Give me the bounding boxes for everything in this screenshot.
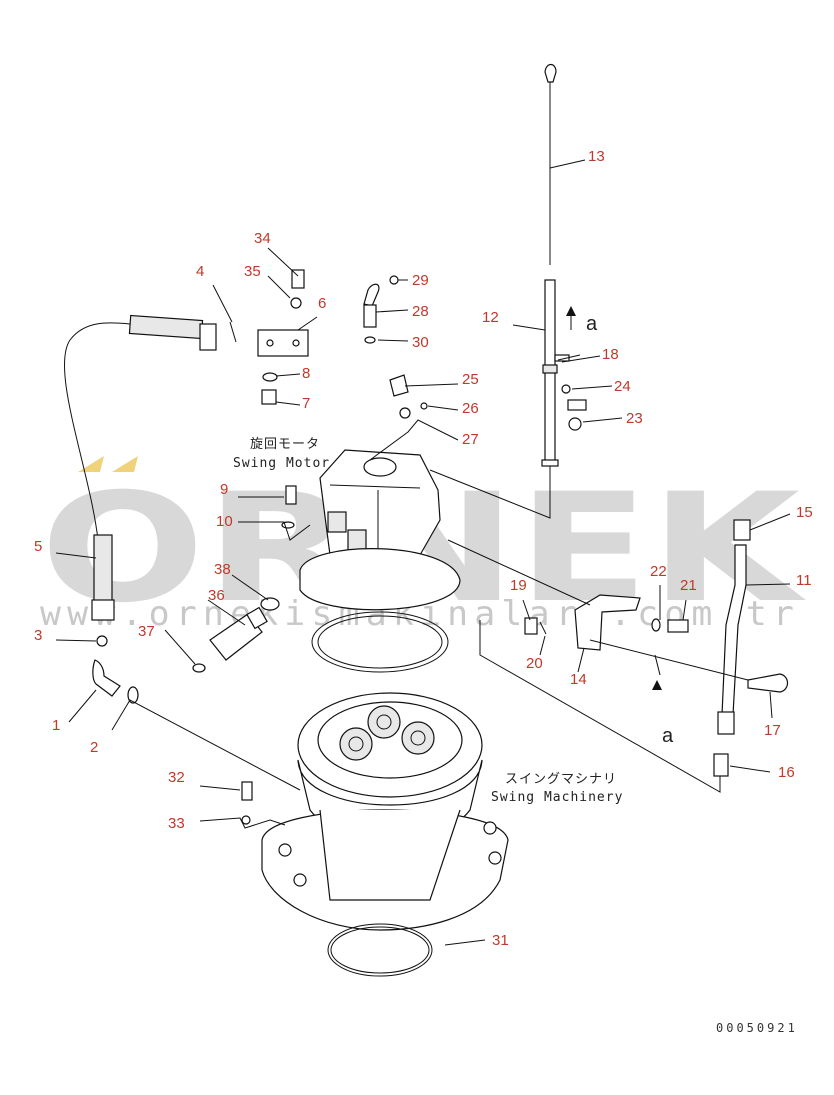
valve-block-6 — [257, 269, 309, 405]
hose-assembly — [63, 314, 237, 704]
callout-4: 4 — [196, 263, 204, 280]
callout-35: 35 — [244, 263, 261, 280]
callout-31: 31 — [492, 932, 509, 949]
callout-16: 16 — [778, 764, 795, 781]
callout-27: 27 — [462, 431, 479, 448]
watermark-accent-left — [78, 456, 104, 472]
callout-38: 38 — [214, 561, 231, 578]
dipstick-assembly — [429, 63, 587, 519]
callout-2: 2 — [90, 739, 98, 756]
callout-18: 18 — [602, 346, 619, 363]
callout-34: 34 — [254, 230, 271, 247]
callout-28: 28 — [412, 303, 429, 320]
callout-36: 36 — [208, 587, 225, 604]
callout-1: 1 — [52, 717, 60, 734]
callout-19: 19 — [510, 577, 527, 594]
drain-pipe-11 — [479, 519, 789, 793]
callout-5: 5 — [34, 538, 42, 555]
view-a-bottom-label: a — [662, 725, 674, 747]
sensor-36 — [192, 597, 280, 673]
swing-motor-en-label: Swing Motor — [233, 456, 330, 471]
callout-21: 21 — [680, 577, 697, 594]
watermark-accent-right — [112, 456, 138, 472]
callout-26: 26 — [462, 400, 479, 417]
callout-30: 30 — [412, 334, 429, 351]
leader-lines — [55, 159, 791, 946]
callout-7: 7 — [302, 395, 310, 412]
callout-15: 15 — [796, 504, 813, 521]
callout-37: 37 — [138, 623, 155, 640]
swing-motor-jp-label: 旋回モータ — [250, 437, 320, 452]
callout-14: 14 — [570, 671, 587, 688]
callout-22: 22 — [650, 563, 667, 580]
callout-24: 24 — [614, 378, 631, 395]
callout-6: 6 — [318, 295, 326, 312]
view-a-top-label: a — [586, 313, 598, 335]
callout-12: 12 — [482, 309, 499, 326]
callout-13: 13 — [588, 148, 605, 165]
callout-9: 9 — [220, 481, 228, 498]
callout-10: 10 — [216, 513, 233, 530]
bracket-14 — [447, 539, 749, 690]
callout-11: 11 — [796, 572, 812, 589]
swing-motor — [281, 275, 461, 673]
drawing-code: 00050921 — [716, 1021, 798, 1035]
swing-machinery — [241, 692, 509, 977]
swing-machinery-en-label: Swing Machinery — [491, 790, 623, 805]
section-labels: 旋回モータ Swing Motor スイングマシナリ Swing Machine… — [233, 313, 674, 805]
callout-23: 23 — [626, 410, 643, 427]
callout-25: 25 — [462, 371, 479, 388]
callout-20: 20 — [526, 655, 543, 672]
callout-33: 33 — [168, 815, 185, 832]
callout-numbers: 1 2 3 4 5 6 7 8 9 10 11 12 13 14 15 16 1… — [34, 148, 813, 949]
callout-29: 29 — [412, 272, 429, 289]
callout-32: 32 — [168, 769, 185, 786]
callout-3: 3 — [34, 627, 42, 644]
swing-machinery-jp-label: スイングマシナリ — [505, 772, 617, 787]
callout-8: 8 — [302, 365, 310, 382]
callout-17: 17 — [764, 722, 781, 739]
